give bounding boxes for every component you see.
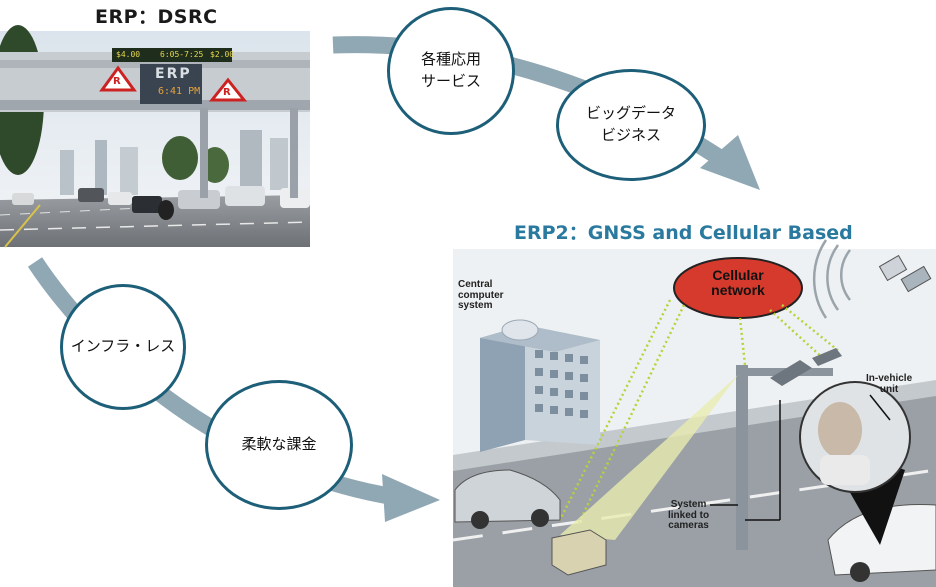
sign-hours: 6:05-7:25 xyxy=(160,50,204,59)
circle-text-line: 柔軟な課金 xyxy=(241,435,317,454)
circle-various-services: 各種応用 サービス xyxy=(387,7,515,135)
cameras-line1: System xyxy=(670,499,707,510)
sign-erp-label: ERP xyxy=(155,66,192,82)
system-cameras-label: System linked to cameras xyxy=(668,499,710,532)
erp2-title: ERP2：GNSS and Cellular Based xyxy=(514,222,853,244)
central-computer-label: Central computer system xyxy=(458,279,504,312)
circle-flexible-billing: 柔軟な課金 xyxy=(205,380,353,510)
in-vehicle-line1: In-vehicle xyxy=(866,373,913,384)
sign-price-right: $2.00 xyxy=(210,50,235,59)
circle-text-line: インフラ・レス xyxy=(70,337,176,356)
circle-text-line: ビッグデータ xyxy=(585,104,676,123)
cameras-line2: linked to xyxy=(668,509,710,521)
sign-price-left: $4.00 xyxy=(116,50,141,59)
erp-dsrc-title: ERP：DSRC xyxy=(95,6,218,28)
in-vehicle-line2: unit xyxy=(879,383,899,395)
circle-big-data: ビッグデータ ビジネス xyxy=(556,69,706,181)
central-label-line2: computer xyxy=(458,289,504,301)
in-vehicle-label: In-vehicle unit xyxy=(866,373,913,395)
cameras-line3: cameras xyxy=(668,520,709,531)
circle-text-line: ビジネス xyxy=(600,126,661,144)
circle-text-line: 各種応用 xyxy=(420,50,481,69)
circle-text-line: サービス xyxy=(420,72,481,90)
cellular-label-line1: Cellular xyxy=(712,267,764,283)
central-label-line1: Central xyxy=(458,279,493,290)
cellular-network-label: Cellular network xyxy=(697,268,779,297)
cellular-label-line2: network xyxy=(711,281,765,298)
circle-infra-less: インフラ・レス xyxy=(60,284,186,410)
sign-r-left: R xyxy=(113,76,121,87)
sign-r-right: R xyxy=(223,87,231,98)
sign-time: 6:41 PM xyxy=(158,86,201,97)
central-label-line3: system xyxy=(458,300,493,311)
